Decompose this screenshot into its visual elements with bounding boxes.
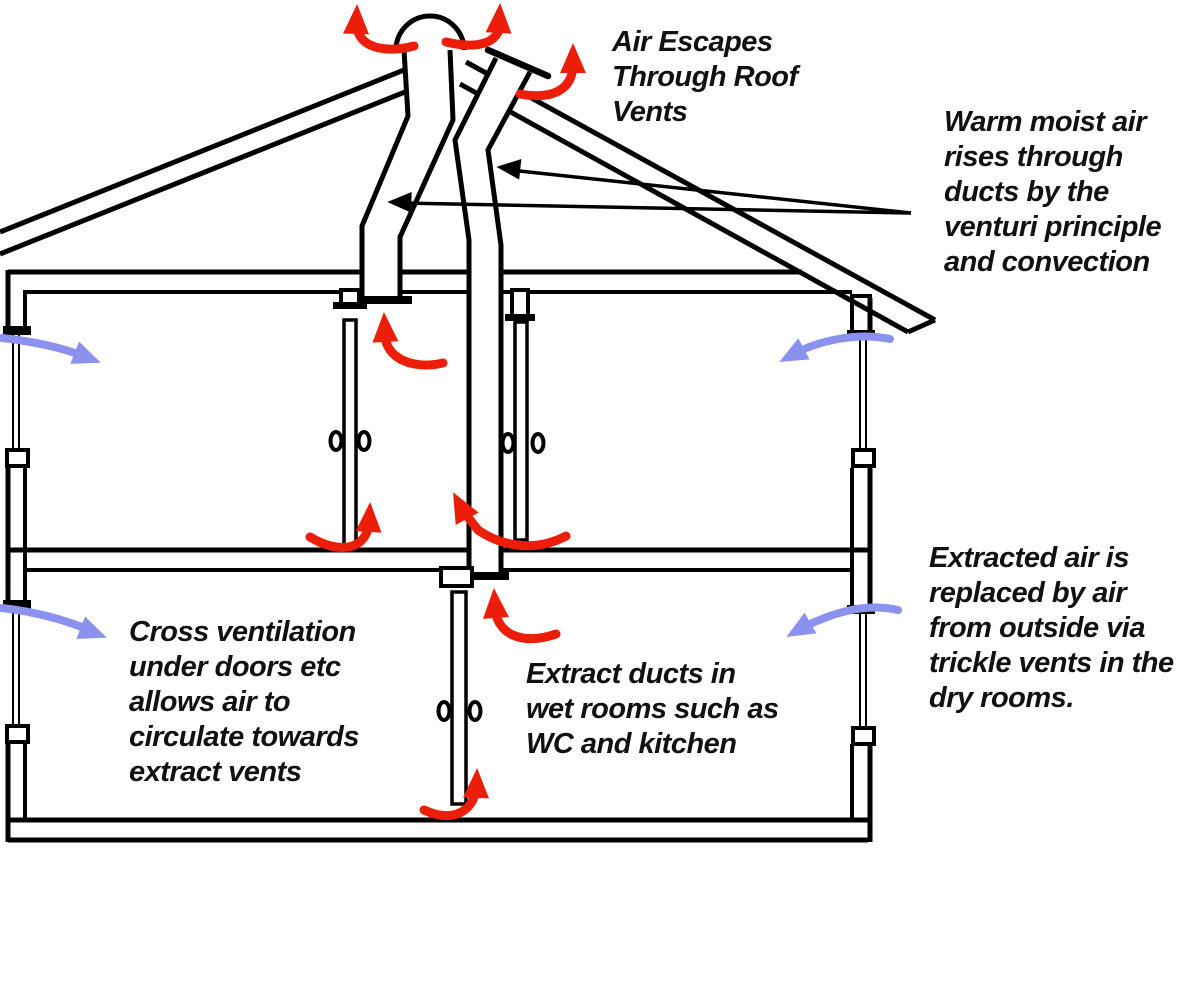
arrowhead-icon [76,616,107,639]
door-handle [328,430,344,452]
window-glass [859,614,867,730]
lower-door-assembly [436,566,483,806]
upper-left-door-assembly [328,288,372,549]
arrowhead-icon [485,3,512,34]
window-lower-left [3,600,31,744]
window-upper-left [3,326,31,468]
window-sill [5,448,30,468]
door-handle [530,432,546,454]
roof-left-inner-line [0,79,431,257]
window-upper-right [847,330,876,468]
duct-ceiling-grille [350,296,412,304]
floors [8,269,868,843]
trickle-vent-arrow-lower-left [0,604,96,635]
trickle-vent-arrow-lower-right [798,603,902,632]
label-extracted-air: Extracted air is replaced by air from ou… [929,542,1174,714]
door-handle [467,700,483,722]
window-glass [859,339,867,452]
under-door-upper-right-arrow [458,506,571,551]
arrowhead-icon [343,4,370,35]
label-extract-ducts: Extract ducts in wet rooms such as WC an… [526,658,779,760]
trickle-vent-arrow-upper-right [790,332,894,358]
door-header [439,566,474,588]
window-sill [851,448,876,468]
arrowhead-icon [786,612,817,637]
duct-body [362,50,453,298]
arrowhead-icon [560,43,586,73]
arrowhead-icon [453,492,479,525]
label-air-escapes: Air Escapes Through Roof Vents [612,26,798,128]
duct-ceiling-grille [461,572,509,580]
annotation-arrows [387,158,912,215]
window-sill [851,726,876,746]
label-warm-moist-air: Warm moist air rises through ducts by th… [944,106,1162,278]
duct-callout-line-right [509,168,912,215]
door-panel [513,320,529,542]
walls [5,270,873,842]
roof-left-outer-line [0,59,425,235]
arrowhead-icon [355,502,382,533]
extract-airflow-arrows [305,3,586,820]
right-extract-duct [452,46,552,580]
door-handle [356,430,372,452]
roof-eave-tip [906,317,937,335]
door-panel [450,590,468,806]
upper-right-door-assembly [500,288,546,542]
arrowhead-icon [372,312,399,343]
door-lintel [505,314,535,321]
door-handle [436,700,452,722]
window-glass [12,335,20,452]
wall-stub [339,288,361,306]
window-lower-right [847,605,876,746]
duct-right-edge [397,49,456,298]
label-cross-ventilation: Cross ventilation under doors etc allows… [129,616,360,788]
trickle-vent-arrow-upper-left [0,334,90,361]
duct-left-edge [452,56,499,574]
duct-left-edge [359,49,411,298]
fresh-air-arrows [0,332,902,639]
wall-stub [510,288,530,318]
duct-body [455,58,530,574]
arrowhead-icon [387,191,412,213]
arrowhead-icon [463,768,490,799]
duct-callout-line-left [401,201,912,215]
arrowhead-icon [70,341,101,364]
window-glass [12,609,20,728]
arrowhead-icon [482,588,509,619]
trickle-vent-upper-left [3,326,31,335]
ridge-vent-cap [393,13,467,51]
door-panel [342,318,358,549]
left-extract-duct [350,13,467,304]
door-handle [500,432,516,454]
roof-vent-cap [484,46,552,80]
arrowhead-icon [496,158,522,180]
duct-right-edge [485,70,533,574]
arrowhead-icon [779,338,810,362]
trickle-vent-lower-left [3,600,31,609]
door-lintel [333,302,367,309]
window-sill [5,724,30,744]
